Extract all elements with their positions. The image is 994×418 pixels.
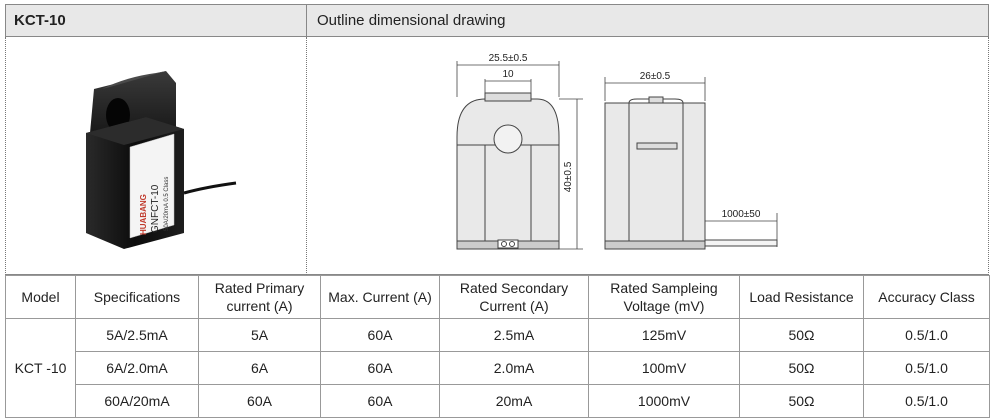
header-rated-primary: Rated Primary current (A) [198,275,321,319]
side-view [604,96,778,250]
load-resistance-cell: 50Ω [739,351,864,385]
load-resistance-cell: 50Ω [739,384,864,418]
front-view [456,92,560,250]
header-load-resistance: Load Resistance [739,275,864,319]
table-header-row: Model Specifications Rated Primary curre… [5,275,990,319]
depth-dimension-label: 26±0.5 [640,71,671,82]
model-cell: KCT -10 [5,318,76,418]
hole-dimension-label: 10 [502,69,514,80]
sampling-voltage-cell: 1000mV [588,384,740,418]
sampling-voltage-cell: 100mV [588,351,740,385]
label-model: GNFCT-10 [150,184,161,233]
model-header: KCT-10 [5,4,307,37]
accuracy-class-cell: 0.5/1.0 [863,351,990,385]
drawing-header: Outline dimensional drawing [306,4,989,37]
spec-cell: 6A/2.0mA [75,351,199,385]
spec-cell: 60A/20mA [75,384,199,418]
table-row: 60A/20mA 60A 60A 20mA 1000mV 50Ω 0.5/1.0 [6,384,990,418]
lead-wire [183,181,237,195]
table-row: 6A/2.0mA 6A 60A 2.0mA 100mV 50Ω 0.5/1.0 [6,351,990,385]
accuracy-class-cell: 0.5/1.0 [863,318,990,352]
header-rated-secondary: Rated Secondary Current (A) [439,275,589,319]
spec-table: Model Specifications Rated Primary curre… [5,275,990,418]
max-current-cell: 60A [320,351,440,385]
rated-secondary-cell: 2.5mA [439,318,589,352]
model-title: KCT-10 [14,12,66,29]
side-dimensions [604,77,778,247]
max-current-cell: 60A [320,384,440,418]
spec-cell: 5A/2.5mA [75,318,199,352]
accuracy-class-cell: 0.5/1.0 [863,384,990,418]
drawing-panel: 25.5±0.5 10 40±0.5 26±0.5 1000±5 [306,37,989,275]
header-specifications: Specifications [75,275,199,319]
header-max-current: Max. Current (A) [320,275,440,319]
load-resistance-cell: 50Ω [739,318,864,352]
header-model: Model [5,275,76,319]
drawing-title: Outline dimensional drawing [317,12,506,29]
height-dimension-label: 40±0.5 [563,161,574,192]
label-rating: 50A/20mA 0.5 Class [164,177,170,231]
product-label: HUABANG GNFCT-10 50A/20mA 0.5 Class [129,133,175,239]
rated-primary-cell: 60A [198,384,321,418]
rated-secondary-cell: 20mA [439,384,589,418]
header-accuracy-class: Accuracy Class [863,275,990,319]
max-current-cell: 60A [320,318,440,352]
rated-primary-cell: 5A [198,318,321,352]
front-dimensions [456,61,583,250]
dimension-drawing: 25.5±0.5 10 40±0.5 26±0.5 1000±5 [456,53,778,250]
sampling-voltage-cell: 125mV [588,318,740,352]
lead-length-label: 1000±50 [722,209,761,220]
width-dimension-label: 25.5±0.5 [489,53,528,64]
product-photo: HUABANG GNFCT-10 50A/20mA 0.5 Class [86,71,237,249]
label-brand: HUABANG [139,194,148,235]
table-row: KCT -10 5A/2.5mA 5A 60A 2.5mA 125mV 50Ω … [5,318,990,418]
header-sampling-voltage: Rated Sampleing Voltage (mV) [588,275,740,319]
rated-primary-cell: 6A [198,351,321,385]
rated-secondary-cell: 2.0mA [439,351,589,385]
product-photo-panel: HUABANG GNFCT-10 50A/20mA 0.5 Class [5,37,307,275]
